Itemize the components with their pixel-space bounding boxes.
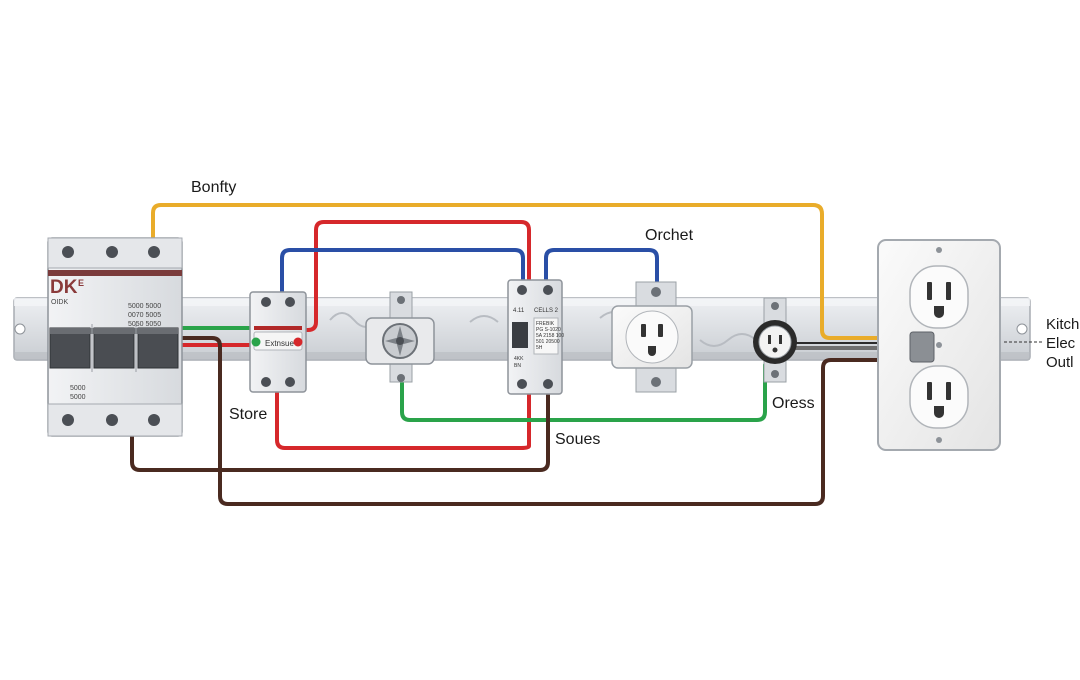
rcbo-text-5: 5H xyxy=(536,345,543,351)
fan-module xyxy=(365,291,435,383)
wire-clamp xyxy=(909,331,935,363)
breaker-sub: OIDK xyxy=(51,299,68,306)
side-label-3: Outl xyxy=(1046,354,1074,371)
side-label-2: Elec xyxy=(1046,335,1076,352)
breaker-brand-suffix: E xyxy=(78,278,84,288)
rcbo-toggle xyxy=(512,322,528,348)
breaker-toggle-1 xyxy=(49,327,91,369)
main-breaker xyxy=(47,237,183,437)
side-label-1: Kitch xyxy=(1046,316,1080,333)
label-oress: Oress xyxy=(772,395,815,412)
wire-blue xyxy=(280,248,659,294)
breaker-top-screws xyxy=(62,246,160,258)
breaker-toggle-3 xyxy=(137,327,179,369)
rcbo-top-2: CELLS 2 xyxy=(534,308,559,314)
lower-socket xyxy=(909,365,969,429)
rcbo-text-6: 4KK xyxy=(514,356,524,362)
round-receptacle xyxy=(753,297,797,383)
upper-socket xyxy=(909,265,969,329)
wire-green xyxy=(178,326,767,422)
breaker-spec-2: 0070 5005 xyxy=(128,312,161,319)
green-indicator-led xyxy=(251,337,261,347)
label-store: Store xyxy=(229,406,268,423)
breaker-brand: DK xyxy=(50,277,78,298)
rcbo-top-1: 4.11 xyxy=(513,308,525,314)
breaker-spec-3: 5050 5050 xyxy=(128,321,161,328)
contactor-module xyxy=(249,291,307,393)
rail-hole-left xyxy=(14,323,26,335)
rcbo-text-3: 5A 2158 100 xyxy=(536,333,564,339)
label-soues: Soues xyxy=(555,431,601,448)
label-orchet: Orchet xyxy=(645,227,694,244)
label-bonfty: Bonfty xyxy=(191,179,237,196)
rail-outlet xyxy=(611,281,693,393)
breaker-spec-1: 5000 5000 xyxy=(128,303,161,310)
rcbo-text-1: FREBIK xyxy=(536,321,555,327)
rcbo-text-2: PG S-1020 xyxy=(536,327,561,333)
wire-yellow xyxy=(151,203,914,340)
contactor-label: Extnsue xyxy=(265,339,294,348)
rcbo-module xyxy=(507,279,563,395)
red-indicator-led xyxy=(293,337,303,347)
rail-hole-right xyxy=(1016,323,1028,335)
rcbo-text-7: BN xyxy=(514,363,521,369)
outlet-face xyxy=(625,310,679,364)
breaker-bottom-screws xyxy=(62,414,160,426)
wire-brown xyxy=(130,336,914,506)
breaker-bottom-1: 5000 xyxy=(70,385,86,392)
wall-duplex-outlet xyxy=(877,239,1044,451)
breaker-toggle-2 xyxy=(93,327,135,369)
rcbo-text-4: 501 20500 xyxy=(536,339,560,345)
breaker-bottom-2: 5000 xyxy=(70,394,86,401)
